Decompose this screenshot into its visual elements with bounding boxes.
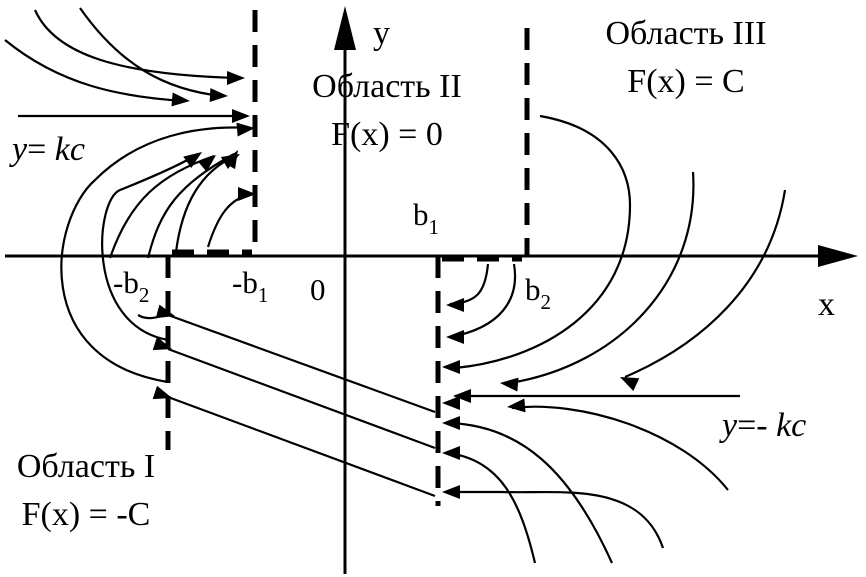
tick-neg-b2: -b2 — [113, 265, 149, 307]
arrowhead-icon — [238, 187, 256, 201]
arrowhead-icon — [453, 389, 471, 403]
trajectory — [167, 395, 436, 498]
arrowhead-icon — [152, 336, 172, 351]
trajectory — [454, 114, 632, 370]
region2-name: Область II — [312, 68, 462, 105]
region1-name: Область I — [17, 448, 155, 485]
trajectory — [79, 7, 223, 98]
arrowhead-icon — [236, 122, 255, 137]
trajectories — [4, 7, 787, 564]
arrowhead-icon — [442, 485, 460, 499]
trajectory — [4, 39, 186, 103]
x-axis-arrow-icon — [818, 245, 858, 267]
arrowhead-icon — [220, 154, 240, 170]
arrowhead-icon — [152, 385, 172, 400]
trajectory — [447, 451, 537, 564]
origin-label: 0 — [310, 272, 326, 307]
trajectory — [167, 313, 436, 414]
y-axis-arrow-icon — [334, 6, 356, 50]
tick-neg-b1: -b1 — [232, 265, 268, 307]
arrowhead-icon — [442, 360, 460, 374]
trajectory — [511, 405, 729, 491]
arrowhead-icon — [232, 109, 250, 123]
arrowhead-icon — [446, 298, 464, 312]
x-axis-label: x — [818, 286, 835, 323]
arrowhead-icon — [209, 88, 228, 103]
arrowhead-icon — [155, 304, 175, 319]
y-axis-label: y — [373, 15, 390, 52]
region3-formula: F(x) = C — [627, 63, 744, 100]
axes — [5, 6, 858, 574]
region2-formula: F(x) = 0 — [331, 116, 443, 153]
trajectory — [33, 9, 241, 80]
trajectory — [449, 263, 490, 306]
arrowhead-icon — [620, 377, 640, 391]
tick-b2: b2 — [525, 272, 551, 314]
trajectory — [101, 153, 199, 342]
trajectory — [146, 153, 235, 259]
arrowhead-icon — [442, 446, 460, 460]
trajectory — [501, 490, 665, 549]
arrowheads — [152, 71, 640, 499]
trajectory — [509, 171, 695, 385]
lower-line-label: y=- kc — [719, 407, 806, 444]
region3-name: Область III — [606, 15, 767, 52]
switching-boundaries — [165, 10, 530, 506]
region1-formula: F(x) = -C — [22, 496, 151, 533]
trajectory — [447, 421, 614, 564]
tick-b1: b1 — [413, 197, 439, 239]
arrowhead-icon — [227, 71, 245, 85]
arrowhead-icon — [183, 152, 202, 169]
trajectory — [108, 154, 215, 259]
arrowhead-icon — [442, 416, 460, 430]
trajectory — [449, 263, 517, 339]
trajectory — [206, 192, 253, 248]
arrowhead-icon — [442, 396, 460, 410]
trajectory — [60, 126, 251, 384]
arrowhead-icon — [197, 155, 216, 172]
arrowhead-icon — [171, 92, 190, 107]
trajectory — [167, 347, 436, 450]
trajectory — [624, 189, 787, 379]
arrowhead-icon — [446, 330, 464, 344]
arrowhead-icon — [500, 377, 519, 392]
upper-line-label: y= kc — [9, 131, 85, 168]
arrowhead-icon — [507, 398, 526, 413]
